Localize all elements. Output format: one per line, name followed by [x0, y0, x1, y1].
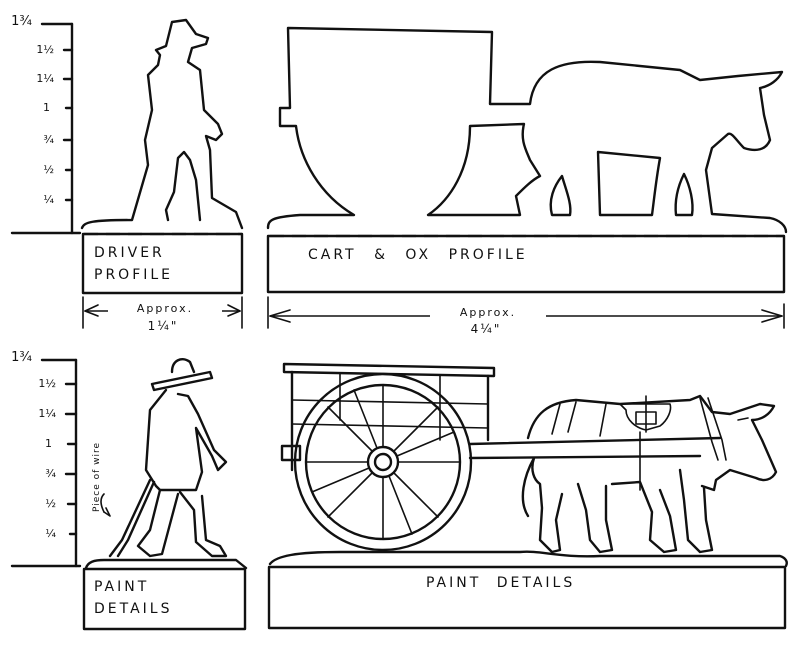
driver-profile-silhouette — [80, 18, 244, 230]
scale-tick-top-1: 1 — [43, 101, 50, 114]
cart-base-top — [266, 234, 786, 294]
scale-tick-bottom-1-2: ½ — [45, 497, 56, 510]
scale-tick-bottom-3-4: ¾ — [45, 467, 56, 480]
scale-tick-bottom-1-4: ¼ — [45, 527, 56, 540]
cart-width-label: Approx. — [430, 306, 546, 319]
driver-profile-label-line2: Profile — [94, 267, 174, 283]
scale-tick-bottom-1-1-2: 1½ — [38, 377, 56, 390]
cart-width-value: 4¼" — [470, 322, 502, 336]
scale-ruler-bottom — [10, 358, 82, 568]
driver-base-bottom — [82, 567, 247, 631]
scale-tick-top-1-4: ¼ — [43, 193, 54, 206]
driver-paint-details-line2: Details — [94, 601, 173, 617]
cart-ox-paint-details-figure — [268, 362, 788, 568]
scale-ruler-top — [10, 22, 82, 235]
cart-ox-paint-details-label: Paint Details — [426, 575, 576, 591]
driver-paint-details-label: Paint Details — [94, 578, 172, 618]
driver-width-label: Approx. — [108, 302, 222, 315]
driver-base-top — [81, 232, 244, 295]
scale-tick-bottom-1-1-4: 1¼ — [38, 407, 56, 420]
driver-paint-details-figure — [84, 358, 248, 570]
driver-paint-details-line1: Paint — [94, 579, 150, 595]
driver-profile-label-line1: Driver — [94, 245, 165, 261]
scale-tick-top-1-1-4: 1¼ — [36, 72, 54, 85]
scale-tick-bottom-1: 1 — [45, 437, 52, 450]
scale-tick-top-1-1-2: 1½ — [36, 43, 54, 56]
scale-tick-top-1-3-4: 1¾ — [11, 14, 32, 29]
scale-tick-top-1-2: ½ — [43, 163, 54, 176]
piece-of-wire-annotation: Piece of wire — [92, 441, 102, 512]
cart-ox-profile-label: Cart & Ox Profile — [308, 247, 528, 263]
cart-ox-profile-silhouette — [266, 26, 788, 234]
driver-profile-label: Driver Profile — [94, 244, 173, 284]
driver-width-value: 1¼" — [147, 319, 179, 333]
scale-tick-bottom-1-3-4: 1¾ — [11, 350, 32, 365]
cart-base-bottom — [267, 565, 787, 630]
scale-tick-top-3-4: ¾ — [43, 133, 54, 146]
